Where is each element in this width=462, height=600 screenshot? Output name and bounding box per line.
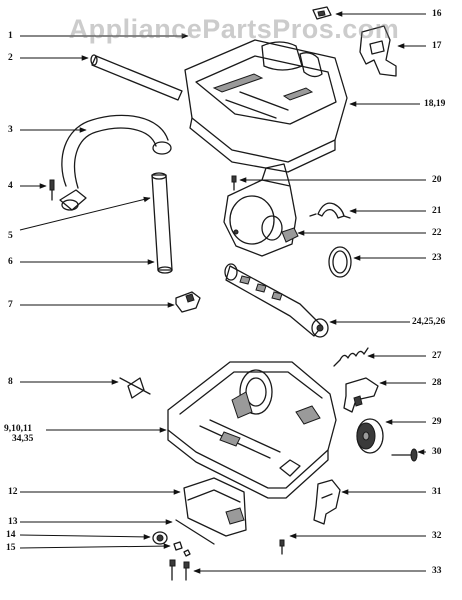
callout-31: 31 — [432, 487, 442, 497]
part-16-clip — [312, 6, 332, 20]
callout-1: 1 — [8, 31, 13, 41]
callout-32: 32 — [432, 531, 442, 541]
part-7-latch — [175, 291, 201, 313]
part-20-screw — [231, 175, 237, 191]
part-30-axle — [391, 448, 418, 462]
callout-30: 30 — [432, 447, 442, 457]
callout-21: 21 — [432, 206, 442, 216]
callout-23: 23 — [432, 253, 442, 263]
callout-2: 2 — [8, 53, 13, 63]
callout-29: 29 — [432, 417, 442, 427]
part-33-screws — [169, 559, 190, 581]
part-4-screw — [49, 179, 55, 201]
part-9-11-base — [167, 361, 337, 499]
callout-20: 20 — [432, 175, 442, 185]
leader-5 — [19, 196, 151, 231]
callout-18-19: 18,19 — [424, 99, 446, 109]
part-14-wheel — [152, 531, 168, 545]
leader-lines — [19, 11, 426, 574]
part-15-clip — [173, 541, 191, 557]
callout-5: 5 — [8, 231, 13, 241]
part-32-screw — [279, 539, 285, 555]
part-28-pedal — [343, 377, 379, 413]
part-5-6-wand — [151, 172, 173, 274]
callout-15: 15 — [6, 543, 16, 553]
part-27-spring — [333, 347, 369, 367]
part-24-26-brushroll — [224, 263, 329, 338]
callout-28: 28 — [432, 378, 442, 388]
callout-6: 6 — [8, 257, 13, 267]
callout-3: 3 — [8, 125, 13, 135]
part-21-clamp — [309, 202, 351, 219]
part-23-belt — [328, 246, 352, 278]
leader-15 — [19, 543, 171, 549]
part-31-latch — [313, 479, 341, 525]
part-29-wheel — [356, 418, 384, 454]
callout-12: 12 — [8, 487, 18, 497]
part-3-hose — [59, 114, 172, 211]
callout-24-25-26: 24,25,26 — [412, 317, 446, 327]
callout-9-line2: 34,35 — [12, 434, 34, 444]
part-8-bracket — [119, 377, 151, 399]
callout-8: 8 — [8, 377, 13, 387]
part-13-rod — [175, 519, 215, 545]
part-2-tube — [90, 54, 183, 101]
callout-17: 17 — [432, 41, 442, 51]
part-22-motor — [223, 163, 299, 257]
callout-13: 13 — [8, 517, 18, 527]
callout-9-line1: 9,10,11 — [4, 424, 32, 434]
part-12-cover — [183, 477, 247, 537]
callout-33: 33 — [432, 566, 442, 576]
part-17-bracket — [359, 25, 397, 77]
callout-27: 27 — [432, 351, 442, 361]
callout-22: 22 — [432, 228, 442, 238]
callout-4: 4 — [8, 181, 13, 191]
callout-14: 14 — [6, 530, 16, 540]
leader-14 — [19, 534, 151, 540]
callout-16: 16 — [432, 9, 442, 19]
part-18-19-hood — [184, 39, 348, 173]
callout-7: 7 — [8, 300, 13, 310]
